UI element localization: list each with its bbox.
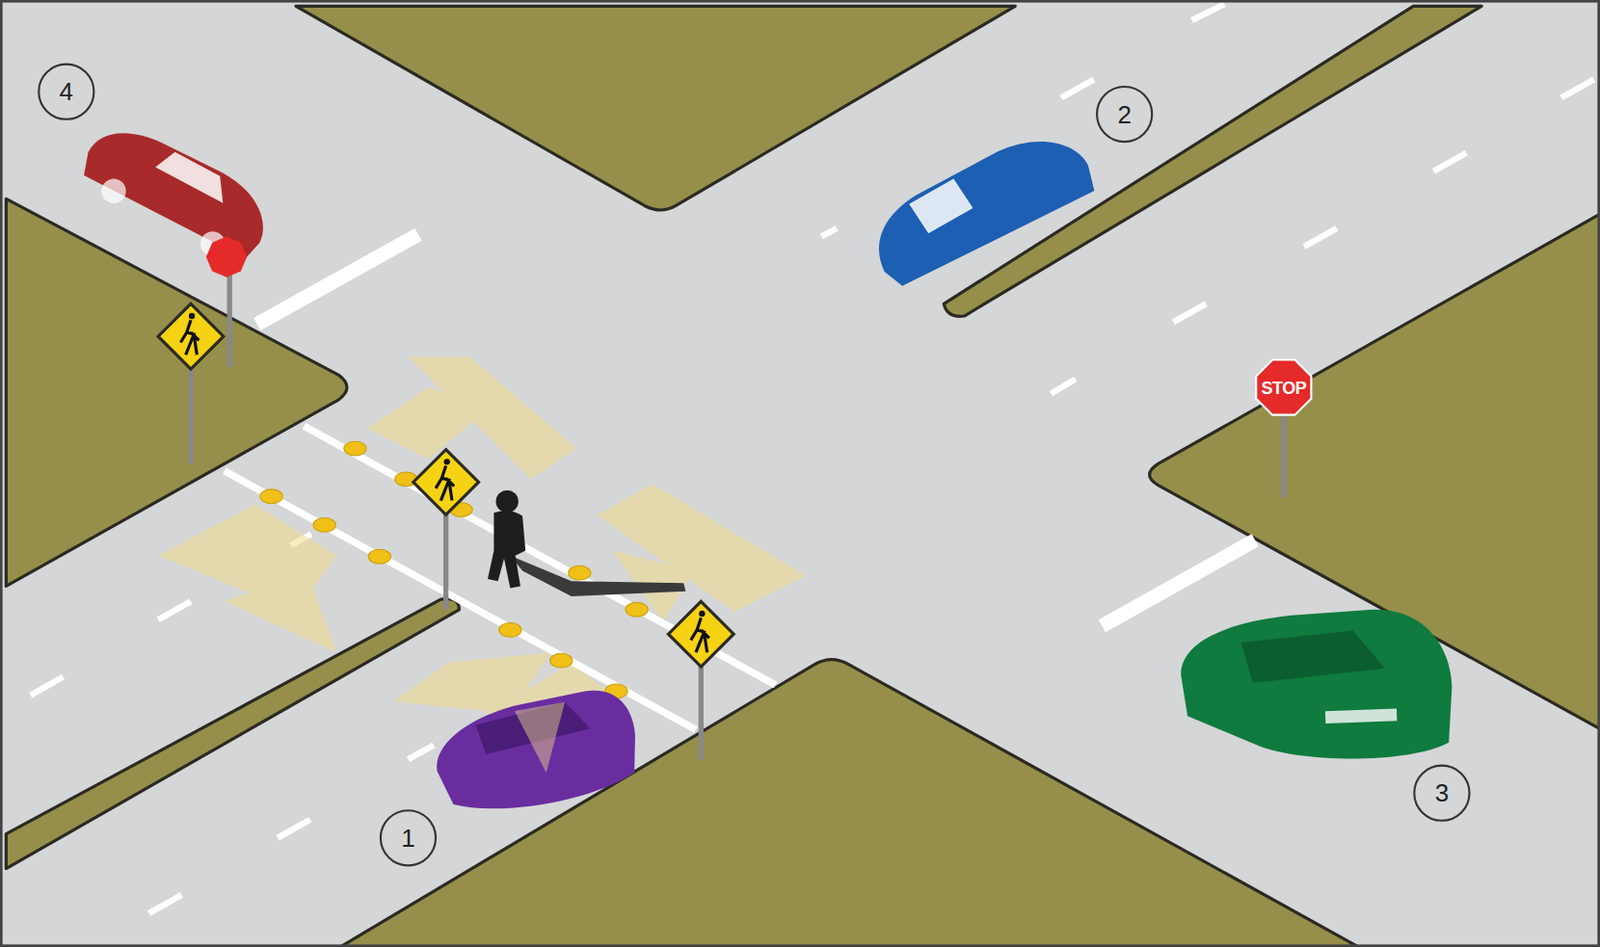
callout-number: 1 — [400, 826, 415, 852]
pedestrian — [487, 490, 686, 597]
grass-areas — [5, 5, 1600, 947]
crosswalk-lights — [260, 441, 648, 699]
car — [427, 684, 645, 823]
lane-markings — [30, 3, 1595, 914]
callout-number: 2 — [1117, 102, 1131, 128]
car — [858, 119, 1102, 291]
car — [1178, 607, 1455, 766]
light-beams — [158, 356, 806, 755]
crosswalk-lines — [224, 426, 776, 730]
stop-signs — [206, 236, 1312, 498]
stop-sign-text: STOP — [1260, 379, 1307, 398]
callout-number: 3 — [1435, 780, 1449, 806]
callout-circles — [38, 64, 1469, 867]
pedestrian-crossing-signs — [158, 244, 734, 760]
car — [72, 112, 281, 274]
callout-number: 4 — [59, 79, 74, 105]
